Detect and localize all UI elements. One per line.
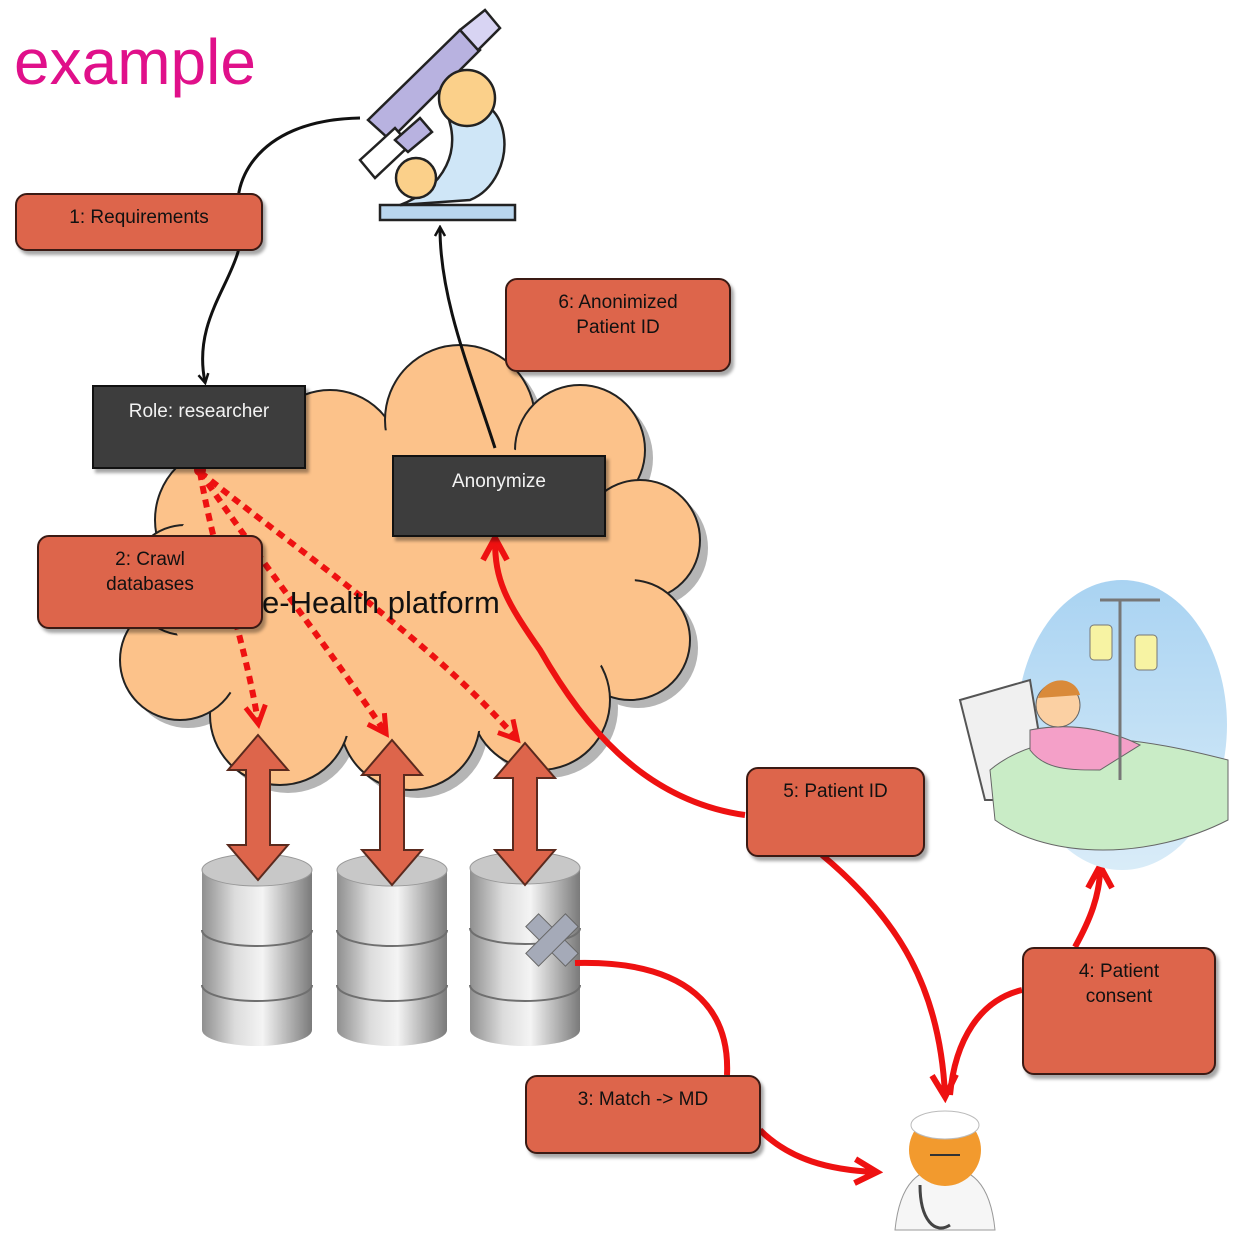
anonymize-box: Anonymize (392, 455, 606, 537)
step-6-anonimized-id: 6: Anonimized Patient ID (505, 278, 731, 372)
arrow-to-doctor-from-5 (820, 852, 945, 1095)
arrow-consent-to-patient (1072, 868, 1100, 949)
arrow-consent-to-doctor (947, 987, 1023, 1096)
arrow-match-md (574, 959, 875, 1172)
step-5-label: 5: Patient ID (783, 781, 888, 802)
step-3-match-md: 3: Match -> MD (525, 1075, 761, 1154)
step-4-line-1: 4: Patient (1078, 961, 1160, 982)
sync-arrows (225, 733, 558, 887)
step-6-line-1: 6: Anonimized (558, 292, 678, 313)
step-6-line-2: Patient ID (576, 317, 660, 338)
role-researcher-box: Role: researcher (92, 385, 306, 469)
step-3-label: 3: Match -> MD (577, 1089, 709, 1110)
arrow-patient-id (495, 540, 746, 818)
step-4-patient-consent: 4: Patient consent (1022, 947, 1216, 1075)
step-1-requirements: 1: Requirements (15, 193, 263, 251)
step-2-line-1: 2: Crawl (115, 549, 185, 570)
step-4-line-2: consent (1085, 986, 1153, 1007)
broken-x-icon (525, 913, 579, 967)
patient-in-bed-icon (958, 580, 1229, 870)
anonymize-label: Anonymize (452, 471, 546, 492)
step-1-label: 1: Requirements (69, 207, 209, 228)
page-title: example (14, 26, 256, 98)
database-icon (201, 853, 313, 1046)
step-5-patient-id: 5: Patient ID (746, 767, 925, 857)
role-researcher-label: Role: researcher (128, 401, 270, 422)
platform-label: e-Health platform (262, 585, 500, 620)
arrow-anonymized-id (440, 228, 497, 449)
step-2-line-2: databases (106, 574, 194, 595)
step-2-crawl-databases: 2: Crawl databases (37, 535, 263, 629)
doctor-icon (894, 1110, 996, 1231)
microscope-icon (358, 8, 517, 222)
